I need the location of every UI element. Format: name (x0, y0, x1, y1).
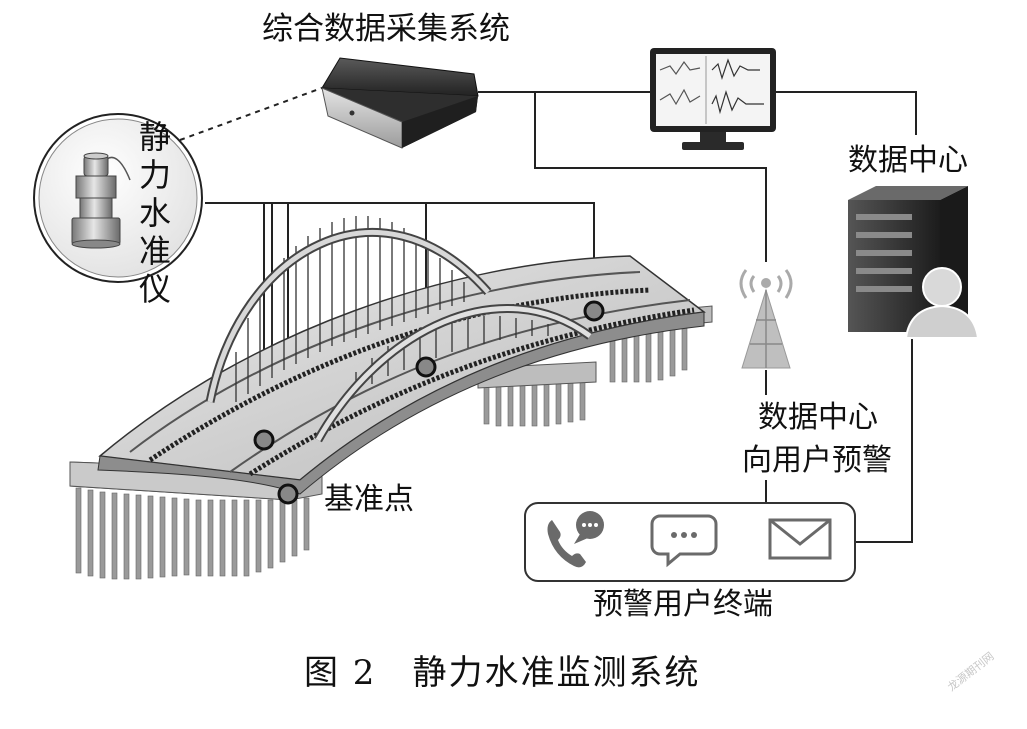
terminal-box (524, 502, 856, 582)
reference-point-marker (277, 483, 299, 505)
terminal-label: 预警用户终端 (593, 587, 773, 622)
sensor-label: 静力水准仪 (138, 118, 171, 308)
figure-caption: 图 2 静力水准监测系统 (304, 653, 701, 693)
measure-point-1 (253, 429, 275, 451)
reference-point-label: 基准点 (324, 482, 414, 517)
sensor-lens (33, 113, 203, 283)
monitor-icon (650, 48, 776, 150)
mail-icon (768, 518, 832, 560)
arch-bridge (69, 216, 713, 580)
datacenter-to-terminal-line (856, 335, 913, 543)
acq-to-tower-line (534, 92, 767, 262)
radio-tower-icon (739, 269, 793, 369)
bridge-piles (75, 317, 688, 580)
phone-call-icon (547, 511, 604, 568)
measurement-points (253, 300, 605, 505)
acquisition-system-label: 综合数据采集系统 (262, 11, 510, 47)
level-sensor-icon (71, 152, 131, 249)
notify-label-line1: 数据中心 (758, 400, 878, 435)
measure-point-2 (415, 356, 437, 378)
measure-point-3 (583, 300, 605, 322)
chat-bubble-icon (650, 514, 718, 568)
data-center-label: 数据中心 (848, 143, 968, 178)
monitor-to-datacenter-line (776, 91, 917, 135)
user-icon (904, 267, 980, 339)
notify-label-line2: 向用户预警 (742, 443, 892, 478)
server-icon (848, 186, 968, 332)
sensor-to-acq-dashed-line (179, 84, 331, 141)
acquisition-box-icon (321, 57, 479, 149)
